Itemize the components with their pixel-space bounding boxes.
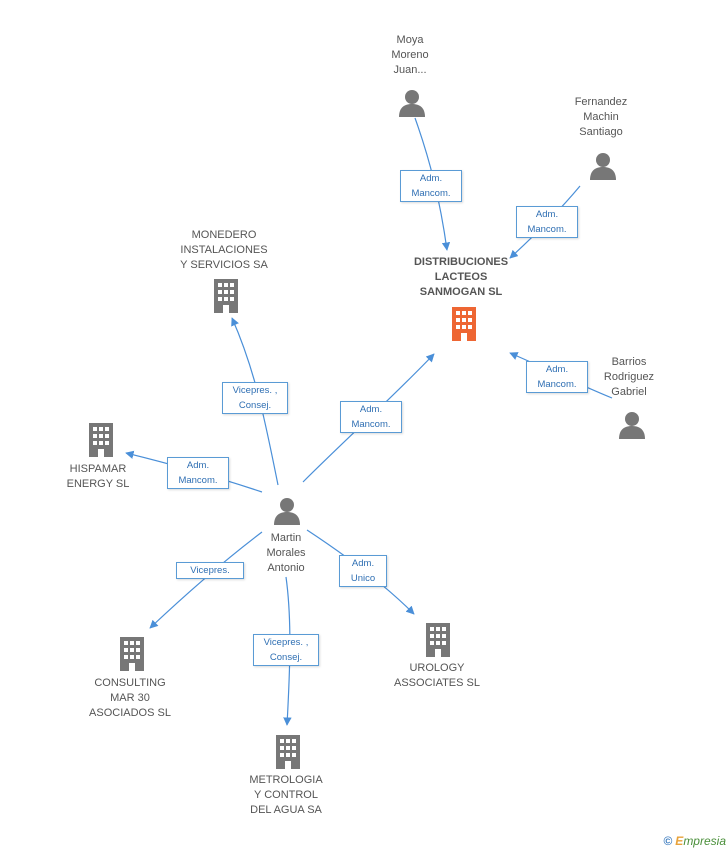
edge-label-fernandez-distribuciones: Adm. Mancom. — [516, 206, 578, 238]
person-icon — [274, 498, 300, 525]
edge-martin-consulting — [149, 531, 263, 629]
node-label-moya[interactable]: Moya Moreno Juan... — [391, 34, 429, 76]
person-icon — [590, 153, 616, 180]
edge-label-martin-distribuciones: Adm. Mancom. — [340, 401, 402, 433]
person-icon — [619, 412, 645, 439]
edge-label-martin-monedero: Vicepres. , Consej. — [222, 382, 288, 414]
node-label-barrios[interactable]: Barrios Rodriguez Gabriel — [603, 356, 655, 398]
building-icon — [214, 279, 238, 313]
node-label-distribuciones[interactable]: DISTRIBUCIONES LACTEOS SANMOGAN SL — [413, 256, 509, 298]
edge-label-barrios-distribuciones: Adm. Mancom. — [526, 361, 588, 393]
node-label-metrologia[interactable]: METROLOGIA Y CONTROL DEL AGUA SA — [249, 774, 323, 816]
edge-label-martin-urology: Adm. Unico — [339, 555, 387, 587]
building-icon — [276, 735, 300, 769]
node-label-monedero[interactable]: MONEDERO INSTALACIONES Y SERVICIOS SA — [180, 229, 268, 271]
copyright-icon: © — [663, 834, 673, 848]
edge-label-martin-hispamar: Adm. Mancom. — [167, 457, 229, 489]
node-label-fernandez[interactable]: Fernandez Machin Santiago — [574, 96, 628, 138]
node-label-urology[interactable]: UROLOGY ASSOCIATES SL — [394, 662, 480, 689]
person-icon — [399, 90, 425, 117]
building-icon — [426, 623, 450, 657]
node-label-consulting[interactable]: CONSULTING MAR 30 ASOCIADOS SL — [89, 677, 171, 719]
brand-footer[interactable]: ©Empresia — [663, 834, 726, 848]
edge-label-martin-consulting: Vicepres. — [176, 562, 244, 579]
brand-initial: E — [675, 834, 684, 848]
building-icon — [120, 637, 144, 671]
building-icon — [89, 423, 113, 457]
node-label-martin[interactable]: Martin Morales Antonio — [266, 532, 306, 574]
edge-label-martin-metrologia: Vicepres. , Consej. — [253, 634, 319, 666]
brand-name: mpresia — [683, 834, 726, 848]
node-label-hispamar[interactable]: HISPAMAR ENERGY SL — [66, 463, 130, 490]
edge-label-moya-distribuciones: Adm. Mancom. — [400, 170, 462, 202]
building-icon — [452, 307, 476, 341]
